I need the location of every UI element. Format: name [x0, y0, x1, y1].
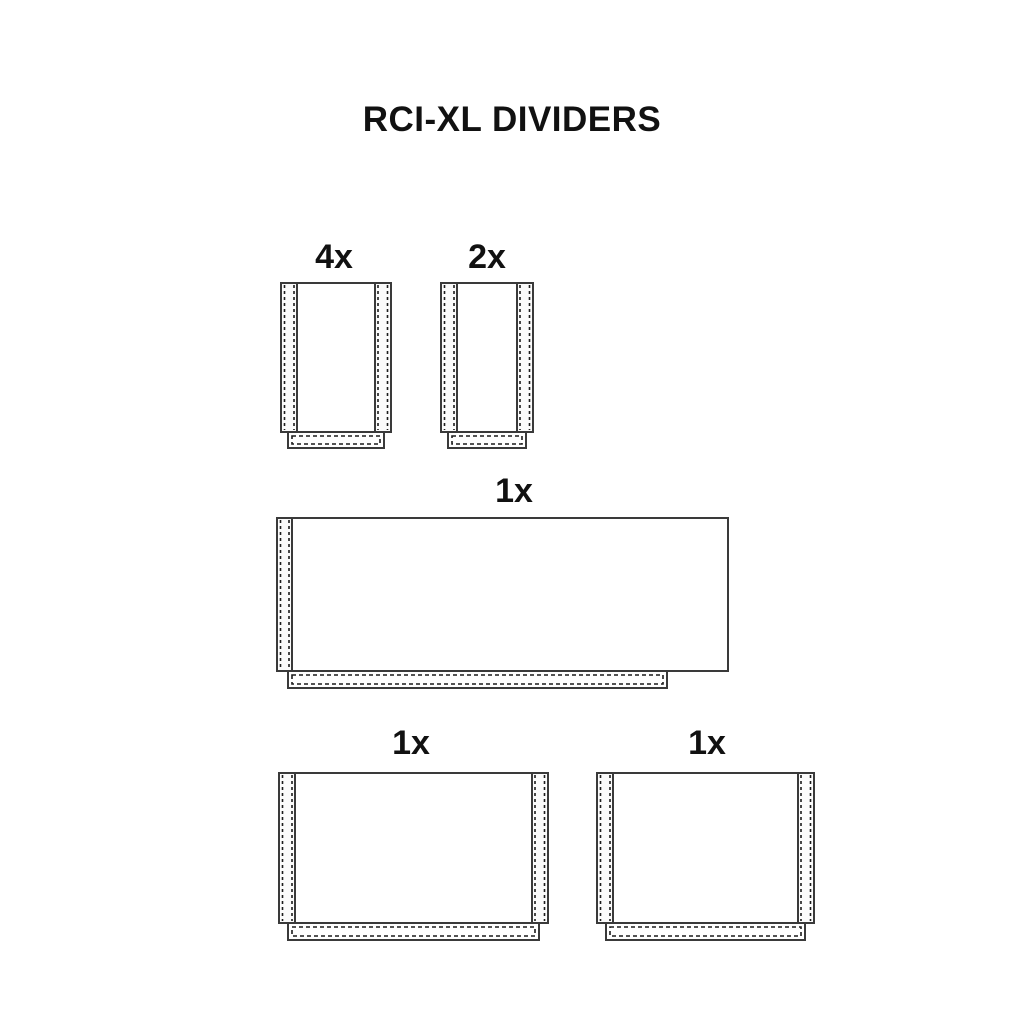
bottom-tab-fold-line: [291, 674, 664, 685]
panel-body: [596, 772, 815, 924]
bottom-tab-fold-line: [609, 926, 802, 937]
part-quantity-label: 1x: [495, 472, 533, 510]
bottom-fold-tab: [605, 922, 806, 941]
part-drawing: [594, 770, 817, 943]
bottom-fold-tab: [287, 431, 385, 449]
bottom-fold-tab: [447, 431, 527, 449]
bottom-tab-fold-line: [291, 926, 536, 937]
bottom-fold-tab: [287, 922, 540, 941]
bottom-tab-fold-line: [451, 435, 523, 445]
panel-body: [280, 282, 392, 433]
bottom-fold-tab: [287, 670, 668, 689]
part-quantity-label: 2x: [468, 238, 506, 276]
panel-body: [276, 517, 729, 672]
part-drawing: [438, 280, 536, 451]
part-quantity-label: 1x: [392, 724, 430, 762]
bottom-tab-fold-line: [291, 435, 381, 445]
part-drawing: [276, 770, 551, 943]
panel-body: [278, 772, 549, 924]
part-drawing: [274, 515, 731, 691]
part-quantity-label: 1x: [688, 724, 726, 762]
page-title: RCI-XL DIVIDERS: [362, 100, 662, 139]
part-quantity-label: 4x: [315, 238, 353, 276]
part-drawing: [278, 280, 394, 451]
